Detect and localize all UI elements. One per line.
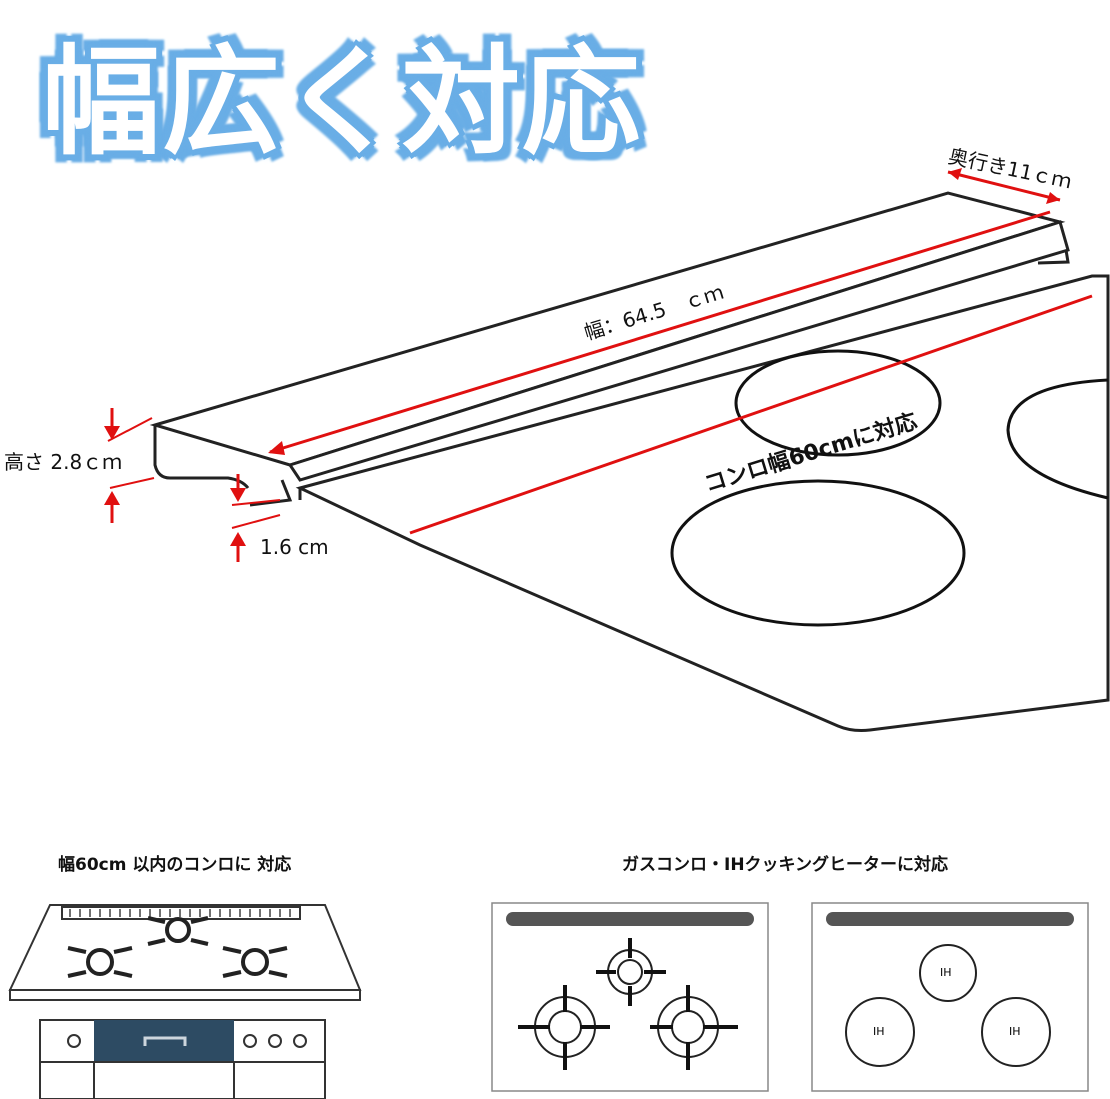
burner-back: [734, 349, 942, 457]
stove-width-line: [409, 294, 1093, 535]
headline: 幅広く対応: [42, 33, 643, 171]
caption-left: 幅60cm 以内のコンロに 対応: [58, 855, 292, 875]
depth-line: [947, 170, 1061, 202]
caption-right: ガスコンロ・IHクッキングヒーターに対応: [622, 855, 949, 875]
height-arrow-down: [104, 426, 120, 440]
shelf-right-leg: [1037, 249, 1070, 265]
width-line: [269, 210, 1051, 454]
ih-label-top: IH: [940, 966, 952, 979]
inner-arrow-up: [230, 532, 246, 546]
burner-right: [1006, 378, 1109, 500]
burner-front: [670, 479, 966, 627]
shelf-leg: [249, 479, 293, 507]
gas-stove-illustration: [8, 904, 362, 1099]
ih-label-right: IH: [1009, 1025, 1021, 1038]
gas-top-view-illustration: [491, 902, 769, 1092]
ih-label-left: IH: [873, 1025, 885, 1038]
shelf-front-face: [287, 220, 1070, 482]
ih-top-view-illustration: [811, 902, 1089, 1092]
height-arrow-up: [104, 491, 120, 505]
inner-arrow-down: [230, 488, 246, 502]
shelf-front: [153, 425, 250, 489]
height-label: 高さ 2.8ｃｍ: [4, 450, 123, 474]
cooktop-outline: [295, 274, 1110, 732]
inner-height-label: 1.6 cm: [260, 535, 329, 559]
